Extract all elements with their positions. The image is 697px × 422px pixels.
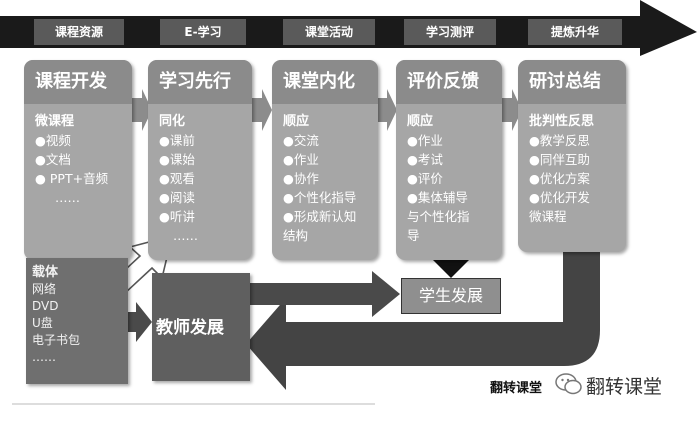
stage-body: 微课程 ●视频 ●文档 ● PPT+音频 …… (35, 112, 128, 207)
timeline-label-e-learning: E-学习 (184, 25, 222, 39)
stage-item: ●优化开发 (529, 190, 590, 205)
timeline-label-refinement: 提炼升华 (550, 25, 599, 39)
stage-body: 顺应 ●交流 ●作业 ●协作 ●个性化指导 ●形成新认知 结构 (283, 112, 374, 245)
stage-item: …… (173, 228, 198, 243)
timeline-plate-2 (160, 19, 246, 45)
stage-item: ●观看 (159, 171, 195, 186)
timeline-plate-1 (34, 19, 124, 45)
stage-item: 与个性化指 (407, 209, 470, 224)
stage-item: ●交流 (283, 133, 319, 148)
stage-title: 学习先行 (148, 60, 252, 104)
stage-item: 结构 (283, 228, 309, 243)
down-arrow-student (433, 248, 469, 278)
stage-item: …… (55, 190, 80, 205)
stage-title: 评价反馈 (396, 60, 502, 104)
stage-item: ●听讲 (159, 209, 195, 224)
stage-item: ●视频 (35, 133, 71, 148)
carrier-item: U盘 (32, 316, 53, 330)
timeline-label-assessment: 学习测评 (425, 25, 474, 39)
stage-item: ●个性化指导 (283, 190, 357, 205)
carrier-item: DVD (32, 299, 59, 313)
carrier-title: 载体 (32, 265, 59, 280)
stage-item: ●考试 (407, 152, 443, 167)
carrier-item: 电子书包 (32, 333, 81, 347)
timeline-plate-4 (404, 19, 496, 45)
stage-item: ●教学反思 (529, 133, 590, 148)
stage-item: ●集体辅导 (407, 190, 468, 205)
stage-title: 研讨总结 (518, 60, 626, 104)
connector-arrow-1 (132, 89, 152, 131)
stage-subtitle: 微课程 (35, 114, 75, 129)
stage-item: ●评价 (407, 171, 443, 186)
stage-item: ●优化方案 (529, 171, 590, 186)
carrier-item: …… (32, 350, 56, 364)
stage-item: 微课程 (529, 209, 567, 224)
timeline-label-classroom-activities: 课堂活动 (304, 25, 353, 39)
stage-item: ●形成新认知 (283, 209, 357, 224)
return-arrow (246, 250, 600, 390)
stage-item: ●作业 (407, 133, 443, 148)
stage-title: 课程开发 (24, 60, 132, 104)
stage-course-development: 课程开发 微课程 ●视频 ●文档 ● PPT+音频 …… (24, 60, 132, 260)
student-development-box: 学生发展 (401, 278, 501, 314)
stage-item: ●同伴互助 (529, 152, 590, 167)
teacher-development-box: 教师发展 (152, 273, 250, 381)
stage-subtitle: 顺应 (283, 114, 310, 129)
stage-subtitle: 批判性反思 (529, 114, 595, 129)
connector-arrow-2 (252, 89, 272, 131)
stage-item: ●作业 (283, 152, 319, 167)
stage-item: ●课始 (159, 152, 195, 167)
teacher-to-student-arrow (242, 271, 400, 317)
carrier-item: 网络 (32, 282, 57, 296)
stage-title: 课堂内化 (272, 60, 378, 104)
stage-item: ● PPT+音频 (35, 171, 109, 186)
watermark-bold-text: 翻转课堂 (490, 381, 543, 396)
wechat-logo-icon (555, 373, 582, 395)
connector-arrow-3 (377, 89, 397, 131)
carrier-box: 载体 网络 DVD U盘 电子书包 …… (26, 258, 128, 384)
timeline-label-course-resources: 课程资源 (54, 25, 103, 39)
student-development-label: 学生发展 (418, 286, 483, 305)
stage-body: 批判性反思 ●教学反思 ●同伴互助 ●优化方案 ●优化开发 微课程 (529, 112, 622, 226)
watermark-text: 翻转课堂 (586, 376, 663, 398)
stage-item: ●文档 (35, 152, 71, 167)
stage-body: 顺应 ●作业 ●考试 ●评价 ●集体辅导 与个性化指 导 (407, 112, 498, 245)
stage-subtitle: 同化 (159, 114, 186, 129)
connector-arrow-4 (502, 89, 522, 131)
stage-item: ●课前 (159, 133, 195, 148)
timeline-plate-3 (283, 19, 375, 45)
stage-evaluation-feedback: 评价反馈 顺应 ●作业 ●考试 ●评价 ●集体辅导 与个性化指 导 (396, 60, 502, 260)
timeline-plate-5 (528, 19, 622, 45)
stage-item: 导 (407, 228, 420, 243)
stage-subtitle: 顺应 (407, 114, 434, 129)
stage-learning-first: 学习先行 同化 ●课前 ●课始 ●观看 ●阅读 ●听讲 …… (148, 60, 252, 260)
stage-body: 同化 ●课前 ●课始 ●观看 ●阅读 ●听讲 …… (159, 112, 248, 245)
stage-item: ●阅读 (159, 190, 195, 205)
stage-discussion-summary: 研讨总结 批判性反思 ●教学反思 ●同伴互助 ●优化方案 ●优化开发 微课程 (518, 60, 626, 252)
stage-classroom-internalization: 课堂内化 顺应 ●交流 ●作业 ●协作 ●个性化指导 ●形成新认知 结构 (272, 60, 378, 260)
stage-item: ●协作 (283, 171, 319, 186)
teacher-development-label: 教师发展 (156, 318, 224, 338)
